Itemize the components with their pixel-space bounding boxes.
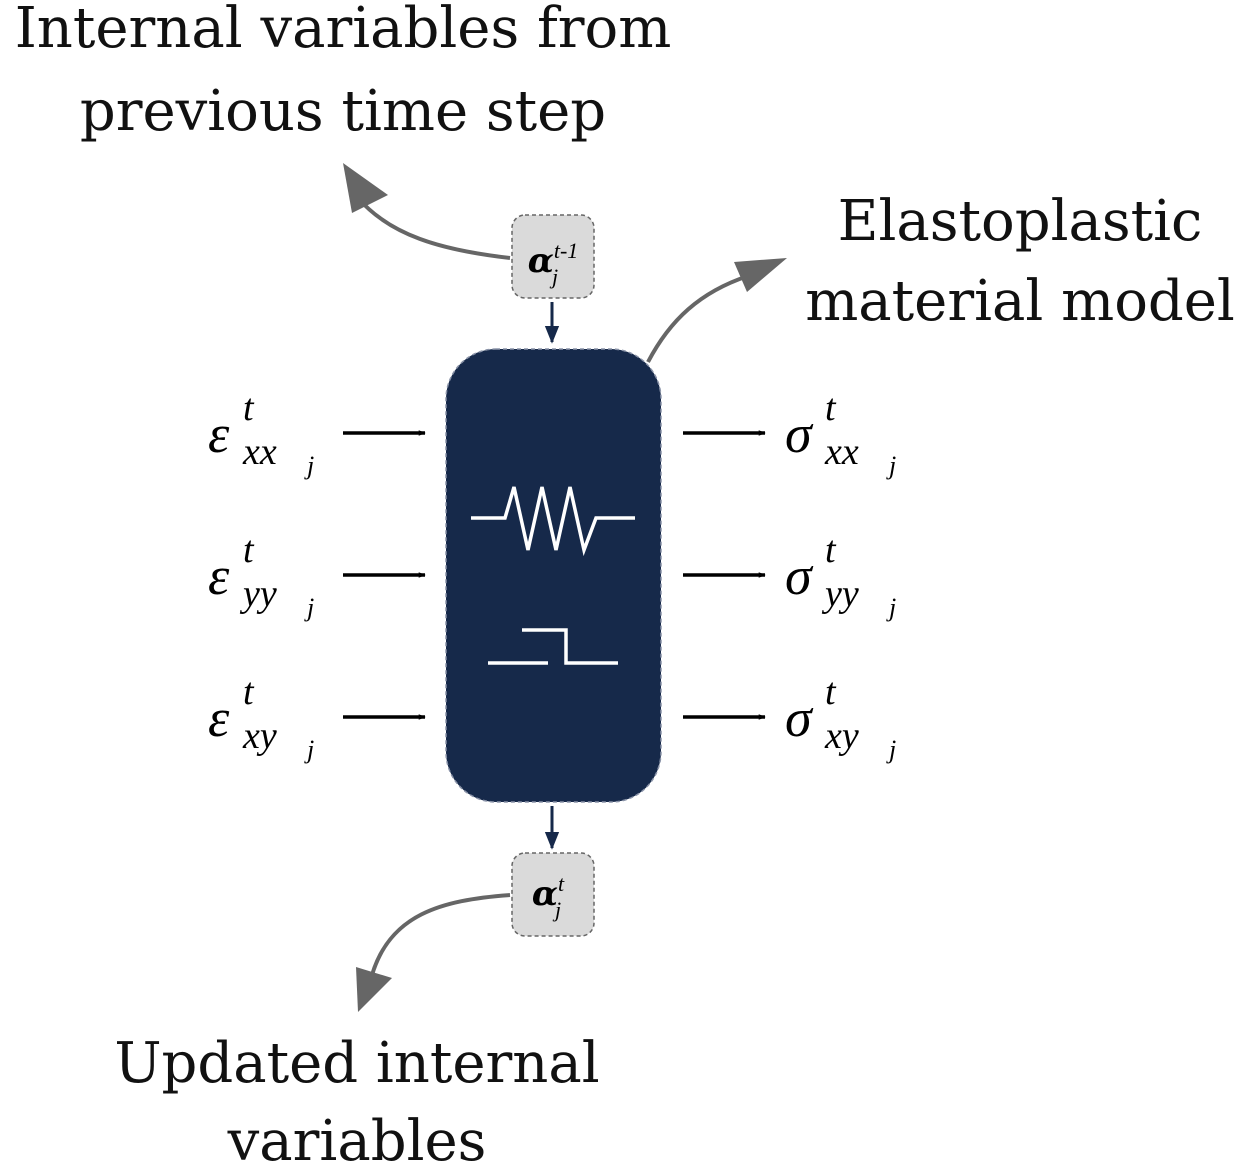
caption-updated-line1: Updated internal <box>114 1031 599 1096</box>
state-next-sub: j <box>552 897 561 922</box>
input-xy-subsub: j <box>304 735 314 764</box>
input-label-yy: ε t yy j <box>208 529 314 622</box>
caption-material-line1: Elastoplastic <box>838 189 1203 254</box>
state-next-box <box>511 852 595 937</box>
output-xx-sup: t <box>825 387 837 429</box>
input-label-xx: ε t xx j <box>208 387 314 480</box>
state-next-symbol: α <box>532 874 558 914</box>
caption-internal-prev: Internal variables from previous time st… <box>15 0 672 144</box>
output-xx-symbol: σ <box>785 404 814 464</box>
curved-arrow-prev-shaft <box>356 196 511 260</box>
output-xy-subsub: j <box>886 735 896 764</box>
input-xy-symbol: ε <box>208 688 230 748</box>
state-prev-label: αt-1 <box>528 238 579 281</box>
friction-slider-icon <box>488 628 618 665</box>
caption-updated: Updated internal variables <box>114 1031 599 1168</box>
state-prev-sub-wrap: j <box>549 264 558 289</box>
output-xy-symbol: σ <box>785 688 814 748</box>
output-label-xy: σ t xy j <box>785 671 896 764</box>
output-xx-sub: xx <box>824 431 859 473</box>
caption-material-model: Elastoplastic material model <box>805 189 1235 334</box>
curved-arrow-material-shaft <box>646 274 749 363</box>
input-yy-sub: yy <box>239 573 277 615</box>
curved-arrow-material-head <box>734 258 787 292</box>
state-next-label: αt <box>532 871 565 914</box>
curved-arrow-prev-head <box>343 163 388 213</box>
input-xx-sup: t <box>243 387 255 429</box>
input-yy-subsub: j <box>304 593 314 622</box>
input-xx-sub: xx <box>242 431 277 473</box>
state-next-sub-wrap: j <box>552 897 561 922</box>
caption-internal-prev-line2: previous time step <box>80 79 606 144</box>
state-prev-box <box>511 214 595 299</box>
caption-updated-line2: variables <box>227 1109 487 1168</box>
caption-material-line2: material model <box>805 269 1235 334</box>
output-label-xx: σ t xx j <box>785 387 896 480</box>
state-prev-sub: j <box>549 264 558 289</box>
output-yy-subsub: j <box>886 593 896 622</box>
input-yy-symbol: ε <box>208 546 230 606</box>
spring-icon <box>471 486 635 557</box>
curved-arrow-updated-shaft <box>370 893 511 976</box>
input-xy-sup: t <box>243 671 255 713</box>
output-yy-symbol: σ <box>785 546 814 606</box>
output-yy-sub: yy <box>821 573 859 615</box>
curved-arrow-updated-head <box>356 967 392 1012</box>
input-xx-symbol: ε <box>208 404 230 464</box>
input-xy-sub: xy <box>242 715 277 757</box>
state-prev-symbol: α <box>528 241 554 281</box>
model-box <box>445 348 662 803</box>
input-xx-subsub: j <box>304 451 314 480</box>
output-xy-sup: t <box>825 671 837 713</box>
output-yy-sup: t <box>825 529 837 571</box>
output-xx-subsub: j <box>886 451 896 480</box>
input-yy-sup: t <box>243 529 255 571</box>
state-next-sup: t <box>558 871 565 896</box>
output-xy-sub: xy <box>824 715 859 757</box>
state-prev-sup: t-1 <box>554 238 578 263</box>
input-label-xy: ε t xy j <box>208 671 314 764</box>
caption-internal-prev-line1: Internal variables from <box>15 0 672 61</box>
output-label-yy: σ t yy j <box>785 529 896 622</box>
